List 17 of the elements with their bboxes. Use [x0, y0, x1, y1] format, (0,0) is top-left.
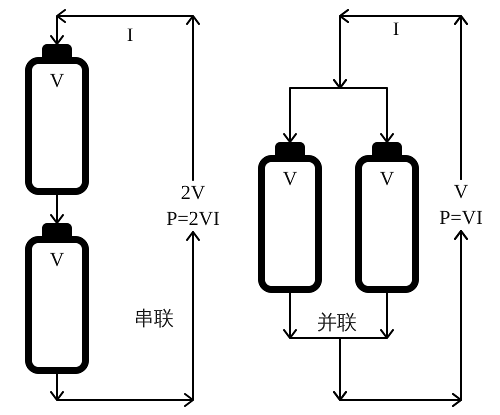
circuit-caption: 并联	[317, 311, 357, 333]
battery-symbol	[258, 142, 322, 293]
voltage-label: V	[50, 250, 64, 270]
voltage-label: V	[380, 169, 394, 189]
voltage-label: V	[282, 169, 298, 189]
battery-symbol	[25, 44, 89, 195]
arrow	[333, 230, 468, 407]
battery-symbol	[25, 223, 89, 374]
battery-symbol	[355, 142, 419, 293]
voltage-power-text: 2V P=2VI	[166, 180, 220, 232]
voltage-label: V	[50, 71, 64, 91]
arrow	[50, 9, 200, 181]
voltage-power-text: V P=VI	[439, 179, 483, 231]
arrow	[50, 194, 64, 224]
arrow	[50, 231, 200, 407]
circuit-caption: 串联	[134, 307, 174, 329]
arrow	[333, 9, 468, 180]
